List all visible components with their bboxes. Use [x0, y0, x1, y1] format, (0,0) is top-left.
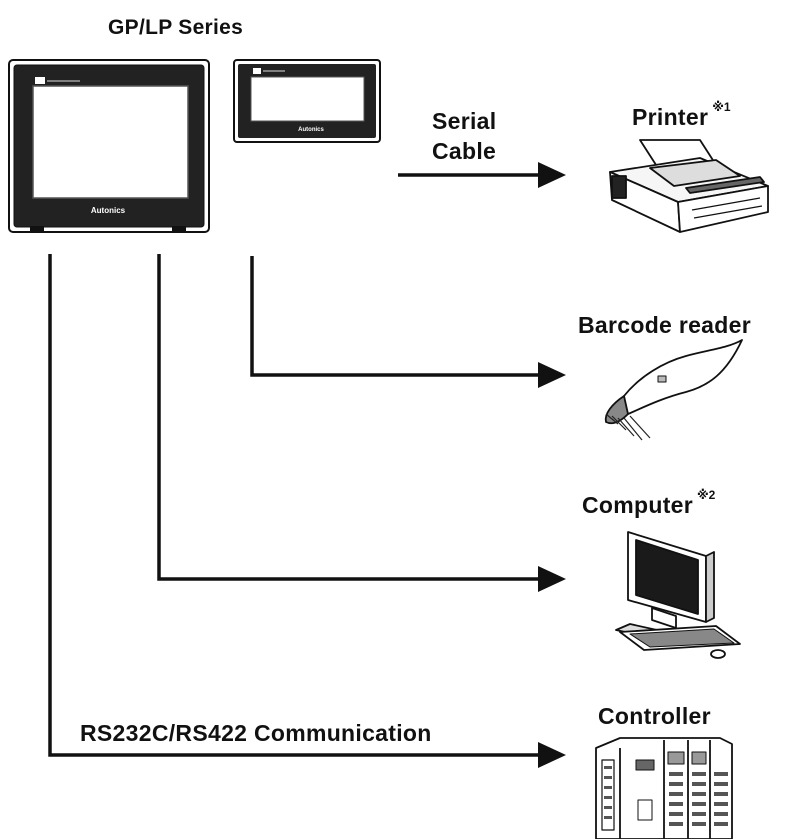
barcode-arrowhead	[538, 362, 566, 388]
large-panel-brand: Autonics	[91, 206, 126, 215]
printer-note: ※1	[712, 100, 731, 114]
barcode-line	[250, 256, 540, 377]
computer-label: Computer※2	[582, 488, 715, 519]
serial-cable-label-line2: Cable	[432, 138, 497, 164]
barcode-reader-name: Barcode reader	[578, 312, 751, 338]
computer-arrowhead	[538, 566, 566, 592]
controller-arrowhead	[538, 742, 566, 768]
scan-beams	[605, 413, 651, 441]
large-hmi-panel: Autonics	[8, 59, 210, 233]
controller-line	[48, 254, 540, 757]
computer-name: Computer	[582, 492, 694, 518]
arrowheads	[538, 162, 566, 768]
series-title: GP/LP Series	[108, 16, 244, 39]
small-hmi-panel: Autonics	[233, 59, 381, 143]
terminal-blocks	[604, 766, 728, 826]
printer-name: Printer	[632, 104, 709, 130]
connection-lines	[48, 173, 540, 757]
computer-illustration	[615, 531, 741, 659]
bus-label: RS232C/RS422 Communication	[80, 720, 432, 746]
barcode-reader-label: Barcode reader	[578, 312, 751, 339]
barcode-reader-illustration	[604, 339, 743, 441]
controller-name: Controller	[598, 703, 711, 729]
printer-label: Printer※1	[632, 100, 731, 131]
computer-line	[157, 254, 540, 581]
serial-cable-label-line1: Serial	[432, 108, 497, 134]
computer-note: ※2	[697, 488, 716, 502]
controller-label: Controller	[598, 703, 711, 730]
printer-arrowhead	[538, 162, 566, 188]
printer-illustration	[609, 139, 769, 233]
controller-illustration	[595, 737, 733, 839]
small-panel-brand: Autonics	[298, 127, 324, 133]
